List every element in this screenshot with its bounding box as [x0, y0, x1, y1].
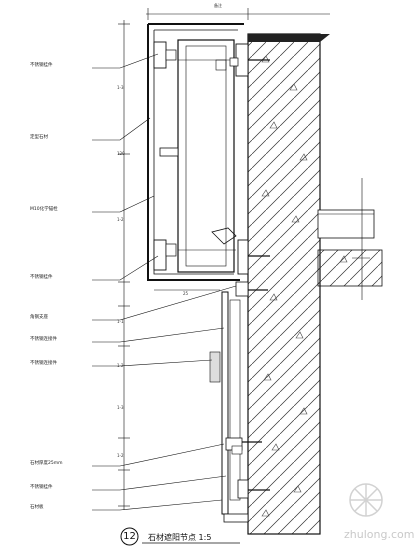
upper-brackets [153, 41, 270, 297]
floor-slab [317, 178, 383, 300]
drawing-title: 石材遮阳节点 1:5 [148, 533, 212, 542]
dimension-text: 1-2 [117, 453, 124, 458]
callout-label: 不锈钢挂件 [30, 275, 53, 280]
concrete-wall [247, 33, 330, 535]
callout-label: 石材厚度25mm [30, 461, 63, 466]
dimension-text: 1-2 [117, 363, 124, 368]
top-dimension-text: 备注 [214, 3, 222, 8]
callout-label: 角钢支座 [30, 315, 48, 320]
callout-label: 不锈钢挂件 [30, 63, 53, 68]
watermark-logo [349, 483, 383, 517]
vertical-dimension-line [118, 20, 130, 510]
callout-label: M10化学锚栓 [30, 207, 58, 212]
lower-stone-cladding [209, 291, 270, 523]
dimension-text: 1-3 [117, 405, 124, 410]
watermark-text: zhulong.com [344, 528, 415, 541]
callout-label: 不锈钢连接件 [30, 361, 57, 366]
callout-label: 不锈钢挂件 [30, 485, 53, 490]
concrete-aggregate [261, 55, 308, 517]
callout-label: 不锈钢连接件 [30, 337, 57, 342]
detail-number: 12 [123, 531, 136, 542]
callout-label: 定型石材 [30, 135, 48, 140]
dimension-text: 120 [117, 151, 125, 156]
callout-label: 石材板 [30, 505, 44, 510]
callout-leaders [92, 53, 237, 511]
dimension-text: 25 [183, 291, 189, 296]
dimension-text: 1-2 [117, 217, 124, 222]
top-dimension-line [146, 8, 330, 20]
dimension-text: 1-1 [117, 319, 124, 324]
detail-number-marker [120, 527, 240, 546]
dimension-text: 1-3 [117, 85, 124, 90]
